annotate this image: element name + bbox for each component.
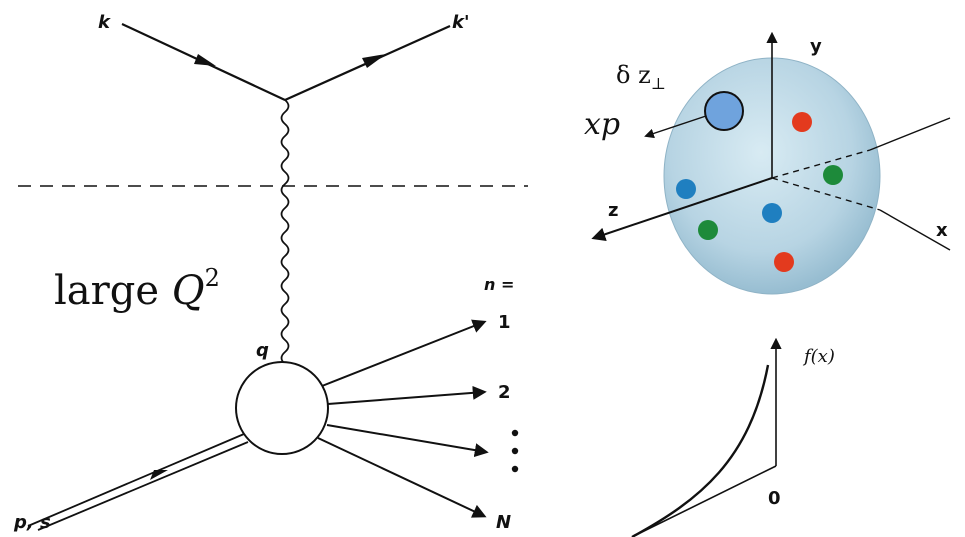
baseline (631, 465, 777, 537)
proton-sphere-diagram: δ z⊥ xp y z x (584, 31, 951, 295)
ellipsis-dot (511, 465, 519, 473)
quark-green (698, 220, 718, 240)
x-axis-dashed (771, 177, 881, 211)
x-axis-solid (879, 209, 951, 251)
z-axis (591, 177, 773, 242)
label-output-n: N (496, 512, 511, 533)
label-output-1: 1 (498, 312, 511, 333)
label-large-q2: large Q2 (54, 264, 220, 314)
incoming-lepton-arrow (194, 54, 216, 66)
ellipsis-dot (511, 429, 519, 437)
label-n-equals: n = (484, 275, 514, 294)
label-p-s: p, s (13, 512, 51, 533)
quark-blue (676, 179, 696, 199)
proton-arrow (150, 470, 168, 480)
back-axis-dashed (771, 149, 871, 179)
distribution-curve (631, 364, 770, 537)
hadron-blob (235, 361, 329, 455)
photon-wavy-line (280, 99, 290, 365)
label-delta-z: δ z⊥ (616, 61, 666, 93)
quark-red (792, 112, 812, 132)
label-k: k (98, 12, 111, 33)
proton-line-a (27, 433, 245, 527)
proton-line-b (37, 441, 249, 531)
label-k-prime: k' (452, 12, 469, 33)
resolved-parton (704, 91, 744, 131)
outgoing-hadron-n (317, 437, 487, 518)
label-zero: 0 (768, 488, 781, 509)
outgoing-hadron-1 (321, 319, 487, 387)
outgoing-hadron-3 (326, 424, 489, 458)
distribution-sketch: f(x) 0 (631, 337, 835, 537)
xp-arrow (644, 113, 713, 139)
label-xp: xp (584, 107, 620, 142)
label-f-x: f(x) (802, 346, 835, 367)
quark-blue (762, 203, 782, 223)
back-axis-solid (869, 117, 951, 151)
feynman-diagram: k k' large Q2 q p, s n = 1 2 N (13, 12, 528, 533)
label-q: q (256, 340, 269, 361)
label-axis-z: z (608, 200, 618, 221)
label-output-2: 2 (498, 382, 511, 403)
label-axis-y: y (810, 36, 822, 57)
quark-green (823, 165, 843, 185)
label-axis-x: x (936, 220, 948, 241)
quark-red (774, 252, 794, 272)
outgoing-hadron-2 (327, 385, 487, 405)
outgoing-lepton-arrow (362, 54, 386, 68)
ellipsis-dot (511, 447, 519, 455)
